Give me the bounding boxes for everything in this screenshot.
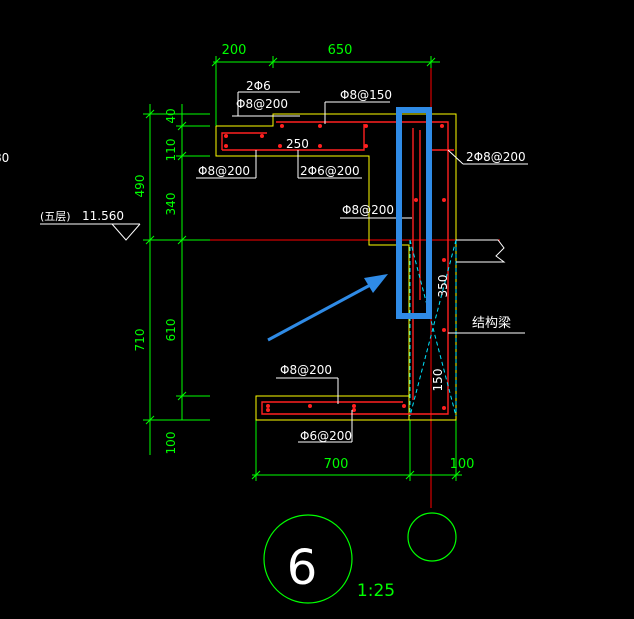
detail-scale: 1:25 — [357, 581, 395, 601]
dim-100-left: 100 — [164, 432, 178, 455]
rebar-label-phi8-200-bottom: Φ8@200 — [280, 363, 332, 377]
rebar-label-2phi8-200: 2Φ8@200 — [466, 150, 526, 164]
top-dimensions — [211, 56, 440, 128]
dim-710: 710 — [133, 329, 147, 352]
left-edge-fragment: 80 — [0, 151, 9, 165]
axis-bubble — [407, 512, 457, 562]
rebar-lines — [221, 121, 454, 415]
rebar-label-phi8-200-wall: Φ8@200 — [342, 203, 394, 217]
section-outline-top — [216, 113, 457, 421]
dim-650-top: 650 — [328, 43, 353, 58]
leader-lines — [40, 91, 528, 443]
dim-110: 110 — [164, 139, 178, 162]
dim-100-bottom: 100 — [450, 457, 475, 472]
section-outline — [215, 126, 410, 421]
detail-circle — [263, 514, 353, 604]
dim-40: 40 — [164, 108, 178, 123]
beam-break-line — [456, 239, 506, 263]
detail-number: 6 — [287, 540, 318, 596]
dim-700-bottom: 700 — [324, 457, 349, 472]
dim-490: 490 — [133, 175, 147, 198]
rebar-label-2phi6-200: 2Φ6@200 — [300, 164, 360, 178]
rebar-label-phi8-200-top: Φ8@200 — [236, 97, 288, 111]
elevation-prefix: (五层) — [40, 210, 71, 223]
dim-150: 150 — [431, 369, 445, 392]
rebar-label-phi6-200: Φ6@200 — [300, 429, 352, 443]
rebar-label-phi8-150: Φ8@150 — [340, 88, 392, 102]
bottom-dimensions — [251, 420, 462, 481]
dim-350: 350 — [436, 275, 450, 298]
beam-label: 结构梁 — [472, 316, 511, 331]
dim-610: 610 — [164, 319, 178, 342]
rebar-dots — [224, 124, 446, 412]
dim-340: 340 — [164, 193, 178, 216]
rebar-label-2phi6: 2Φ6 — [246, 79, 271, 93]
left-dimensions — [143, 104, 210, 455]
rebar-label-phi8-200-left: Φ8@200 — [198, 164, 250, 178]
elevation-value: 11.560 — [82, 209, 124, 223]
dim-200-top: 200 — [222, 43, 247, 58]
highlight-box — [396, 107, 432, 319]
dim-250: 250 — [286, 137, 309, 151]
highlight-arrow — [267, 274, 388, 342]
beam-hidden-lines — [409, 239, 457, 417]
